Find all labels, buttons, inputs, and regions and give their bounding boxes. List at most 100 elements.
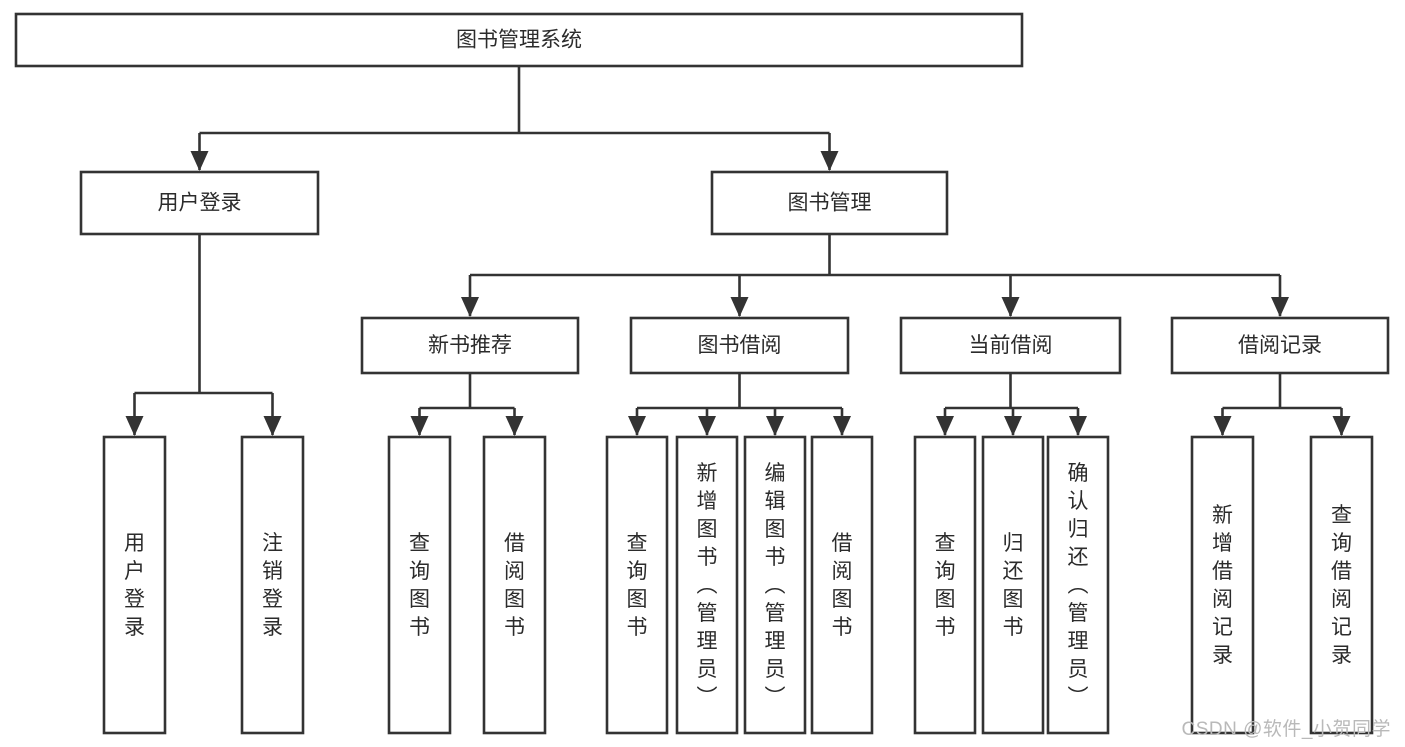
node-label-char: 理 (697, 630, 718, 653)
node-box (743, 435, 807, 735)
node-label-char: 询 (1331, 532, 1352, 555)
node-leaf-归还图书[interactable]: 归还图书归还图书 (981, 435, 1045, 735)
node-leaf-查询借阅记录[interactable]: 查询借阅记录查询借阅记录 (1309, 435, 1374, 735)
node-label-char: 录 (1212, 644, 1233, 667)
node-root-图书管理系统[interactable]: 图书管理系统 (14, 12, 1024, 68)
node-level2-当前借阅[interactable]: 当前借阅 (899, 316, 1122, 375)
node-label-char: 辑 (765, 490, 786, 513)
node-label-char: 图 (765, 518, 786, 541)
node-label-char: 录 (262, 616, 283, 639)
node-label-char: 查 (409, 532, 430, 555)
node-level1-图书管理[interactable]: 图书管理 (710, 170, 949, 236)
node-label-char: 管 (765, 602, 786, 625)
node-box (1309, 435, 1374, 735)
node-box (1170, 316, 1390, 375)
node-label-char: 图 (504, 588, 525, 611)
node-label-char: 书 (1003, 616, 1024, 639)
node-box (14, 12, 1024, 68)
node-label-char: 员 (1068, 658, 1089, 681)
node-label-char: 书 (697, 546, 718, 569)
node-label-char: 书 (765, 546, 786, 569)
node-label-char: 员 (697, 658, 718, 681)
node-label-char: 归 (1068, 518, 1089, 541)
node-box (240, 435, 305, 735)
node-level1-用户登录[interactable]: 用户登录 (79, 170, 320, 236)
node-label-char: 询 (409, 560, 430, 583)
node-label-char: 书 (832, 616, 853, 639)
node-label-char: 图 (627, 588, 648, 611)
node-box (710, 170, 949, 236)
node-level2-新书推荐[interactable]: 新书推荐 (360, 316, 580, 375)
node-label-char: 书 (627, 616, 648, 639)
node-label-char: 编 (765, 462, 786, 485)
node-label-char: 还 (1068, 546, 1089, 569)
node-leaf-注销登录[interactable]: 注销登录注销登录 (240, 435, 305, 735)
node-box (605, 435, 669, 735)
node-leaf-查询图书[interactable]: 查询图书查询图书 (387, 435, 452, 735)
node-label-char: 图 (935, 588, 956, 611)
node-label-char: 确 (1068, 462, 1089, 485)
node-leaf-查询图书[interactable]: 查询图书查询图书 (605, 435, 669, 735)
node-label: 新书推荐 (428, 334, 512, 357)
node-label-char: 阅 (1212, 588, 1233, 611)
node-box (79, 170, 320, 236)
node-label: 借阅记录 (1238, 334, 1322, 357)
node-box (387, 435, 452, 735)
node-label-char: 新 (1212, 504, 1233, 527)
node-label-char: 理 (1068, 630, 1089, 653)
node-label-char: ︶ (1068, 686, 1089, 709)
node-label-char: 认 (1068, 490, 1089, 513)
node-label-char: 管 (1068, 602, 1089, 625)
node-label-char: 书 (935, 616, 956, 639)
node-label-char: 户 (124, 560, 145, 583)
node-level2-图书借阅[interactable]: 图书借阅 (629, 316, 850, 375)
node-box (1046, 435, 1110, 735)
node-box (810, 435, 874, 735)
node-label-char: 书 (409, 616, 430, 639)
node-label-char: 录 (124, 616, 145, 639)
node-leaf-借阅图书[interactable]: 借阅图书借阅图书 (810, 435, 874, 735)
node-label-char: 阅 (832, 560, 853, 583)
node-label-char: 注 (262, 532, 283, 555)
node-label-char: 员 (765, 658, 786, 681)
node-label-char: 记 (1331, 616, 1352, 639)
node-box (913, 435, 977, 735)
node-label: 图书借阅 (698, 334, 782, 357)
node-label-char: 阅 (1331, 588, 1352, 611)
node-level2-借阅记录[interactable]: 借阅记录 (1170, 316, 1390, 375)
node-label-char: 阅 (504, 560, 525, 583)
node-label-char: 书 (504, 616, 525, 639)
node-label-char: 管 (697, 602, 718, 625)
node-label-char: 图 (697, 518, 718, 541)
node-label-char: ︵ (1068, 574, 1089, 597)
node-leaf-借阅图书[interactable]: 借阅图书借阅图书 (482, 435, 547, 735)
node-box (629, 316, 850, 375)
node-box (1190, 435, 1255, 735)
node-box (981, 435, 1045, 735)
node-label-char: 图 (409, 588, 430, 611)
node-label-char: 销 (262, 560, 283, 583)
node-label: 图书管理系统 (456, 29, 582, 52)
node-label: 图书管理 (788, 192, 872, 215)
node-label: 用户登录 (158, 192, 242, 215)
node-box (102, 435, 167, 735)
node-label-char: 询 (627, 560, 648, 583)
node-layer: 图书管理系统用户登录图书管理新书推荐图书借阅当前借阅借阅记录用户登录用户登录注销… (14, 12, 1390, 735)
node-label-char: 查 (627, 532, 648, 555)
node-leaf-查询图书[interactable]: 查询图书查询图书 (913, 435, 977, 735)
node-label-char: 还 (1003, 560, 1024, 583)
node-box (360, 316, 580, 375)
connector-layer (125, 66, 1351, 436)
node-label-char: 登 (124, 588, 145, 611)
node-label-char: 新 (697, 462, 718, 485)
node-box (482, 435, 547, 735)
node-label-char: 图 (1003, 588, 1024, 611)
node-leaf-新增借阅记录[interactable]: 新增借阅记录新增借阅记录 (1190, 435, 1255, 735)
node-label-char: 增 (697, 490, 718, 513)
node-label-char: 用 (124, 532, 145, 555)
node-leaf-用户登录[interactable]: 用户登录用户登录 (102, 435, 167, 735)
